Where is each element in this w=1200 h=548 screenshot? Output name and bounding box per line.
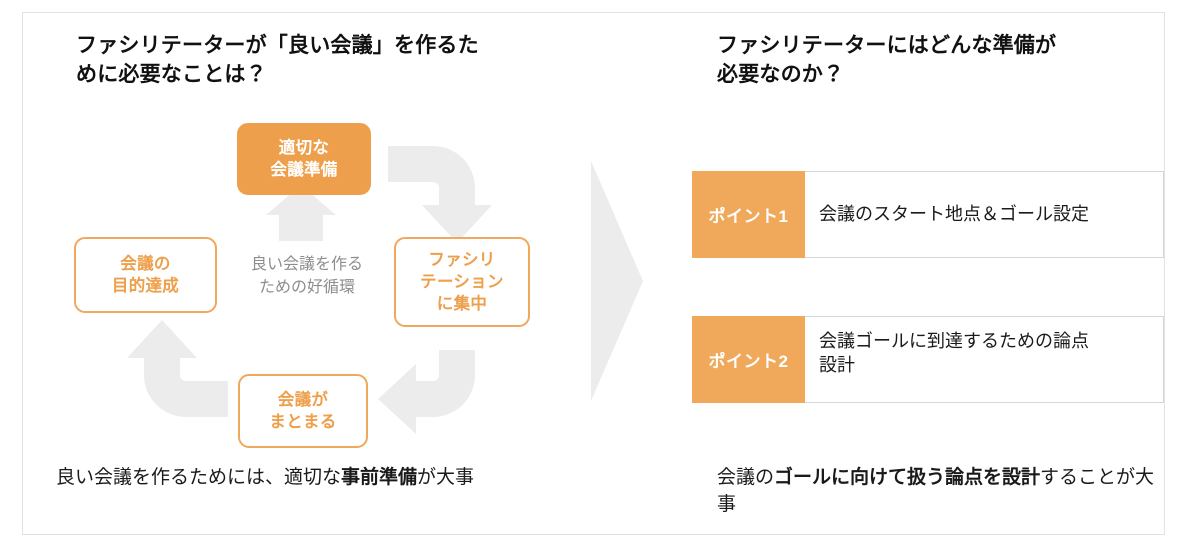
- right-caption-after: することが大事: [717, 467, 1155, 515]
- arrow-top-to-right-icon: [388, 146, 492, 243]
- point-row-2[interactable]: ポイント2 会議ゴールに到達するための論点 設計: [692, 316, 1164, 403]
- cycle-node-right[interactable]: ファシリ テーション に集中: [394, 237, 530, 327]
- cycle-node-top[interactable]: 適切な 会議準備: [237, 123, 371, 195]
- point-row-1[interactable]: ポイント1 会議のスタート地点＆ゴール設定: [692, 171, 1164, 258]
- right-panel-caption: 会議のゴールに向けて扱う論点を設計することが大事: [717, 465, 1167, 519]
- point-2-badge: ポイント2: [692, 316, 805, 403]
- chevron-right-icon: [591, 161, 643, 401]
- left-caption-emphasis: 事前準備: [341, 467, 418, 488]
- cycle-node-bottom[interactable]: 会議が まとまる: [238, 374, 368, 448]
- right-caption-emphasis: ゴールに向けて扱う論点を設計: [774, 467, 1041, 488]
- left-panel-heading: ファシリテーターが「良い会議」を作るた めに必要なことは？: [76, 34, 479, 87]
- right-caption-before: 会議の: [717, 467, 775, 488]
- left-caption-before: 良い会議を作るためには、適切な: [56, 467, 342, 488]
- diagram-canvas: ファシリテーターが「良い会議」を作るた めに必要なことは？ ファシリテーターには…: [22, 12, 1165, 535]
- point-2-text: 会議ゴールに到達するための論点 設計: [805, 316, 1164, 403]
- left-caption-after: が大事: [417, 467, 475, 488]
- arrow-right-to-bottom-icon: [378, 350, 475, 434]
- right-panel-heading: ファシリテーターにはどんな準備が 必要なのか？: [717, 34, 1057, 87]
- point-1-text: 会議のスタート地点＆ゴール設定: [805, 171, 1164, 258]
- cycle-center-label: 良い会議を作る ための好循環: [250, 256, 363, 296]
- left-panel-caption: 良い会議を作るためには、適切な事前準備が大事: [56, 465, 596, 492]
- arrow-bottom-to-left-icon: [127, 320, 228, 417]
- point-1-badge: ポイント1: [692, 171, 805, 258]
- cycle-node-left[interactable]: 会議の 目的達成: [74, 237, 217, 313]
